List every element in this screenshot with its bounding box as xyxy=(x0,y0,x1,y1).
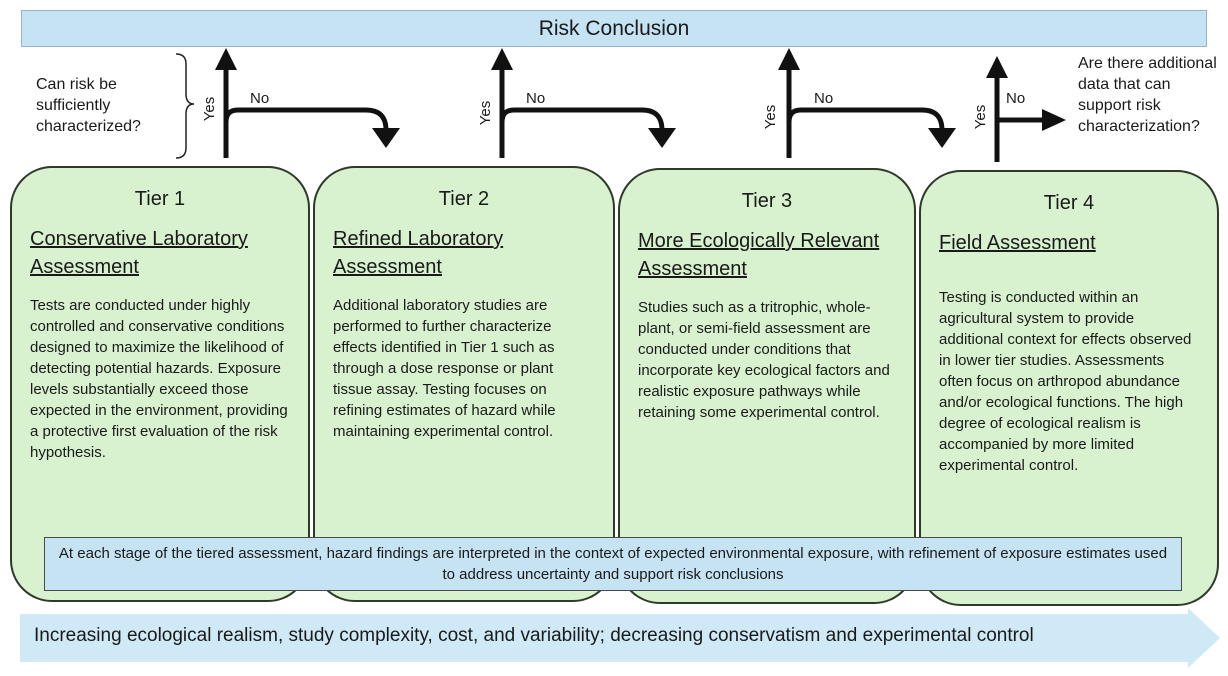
tier-title: Tier 3 xyxy=(741,190,793,212)
risk-conclusion-label: Risk Conclusion xyxy=(538,16,690,40)
no-label-2: No xyxy=(526,90,546,107)
no-label-4: No xyxy=(1006,90,1026,107)
exposure-note: At each stage of the tiered assessment, … xyxy=(44,537,1182,591)
yes-label-3: Yes xyxy=(762,104,779,130)
decision-arrow-3 xyxy=(778,48,956,158)
tier-subtitle: More Ecologically Relevant Assessment xyxy=(638,230,880,280)
question-right: Are there additional data that can suppo… xyxy=(1078,55,1217,135)
progression-text: Increasing ecological realism, study com… xyxy=(34,625,1034,646)
tier-title: Tier 1 xyxy=(134,188,186,210)
yes-label-4: Yes xyxy=(972,104,989,130)
tier-subtitle: Field Assessment xyxy=(939,232,1096,254)
tier-3-box: Tier 3 More Ecologically Relevant Assess… xyxy=(618,168,916,604)
no-label-1: No xyxy=(250,90,270,107)
tier-description: Testing is conducted within an agricultu… xyxy=(939,289,1192,474)
tier-4-box: Tier 4 Field Assessment Testing is condu… xyxy=(919,170,1219,606)
bottom-progression-arrow xyxy=(20,608,1220,668)
yes-label-2: Yes xyxy=(477,100,494,126)
tier-subtitle: Refined Laboratory Assessment xyxy=(333,228,504,278)
tier-description: Studies such as a tritrophic, whole-plan… xyxy=(638,299,890,421)
question-bracket xyxy=(175,53,195,159)
decision-arrow-4 xyxy=(986,56,1066,162)
tier-title: Tier 2 xyxy=(438,188,490,210)
tier-2-box: Tier 2 Refined Laboratory Assessment Add… xyxy=(313,166,615,602)
risk-conclusion-banner: Risk Conclusion xyxy=(21,10,1207,47)
tier-description: Additional laboratory studies are perfor… xyxy=(333,297,556,440)
question-left: Can risk be sufficiently characterized? xyxy=(36,76,141,135)
tier-description: Tests are conducted under highly control… xyxy=(30,297,288,461)
decision-arrow-1 xyxy=(215,48,400,158)
yes-label-1: Yes xyxy=(201,96,218,122)
exposure-note-text: At each stage of the tiered assessment, … xyxy=(58,545,1168,583)
tier-1-box: Tier 1 Conservative Laboratory Assessmen… xyxy=(10,166,310,602)
tier-title: Tier 4 xyxy=(1043,192,1095,214)
decision-arrow-2 xyxy=(491,48,676,158)
tier-subtitle: Conservative Laboratory Assessment xyxy=(30,228,248,278)
no-label-3: No xyxy=(814,90,834,107)
